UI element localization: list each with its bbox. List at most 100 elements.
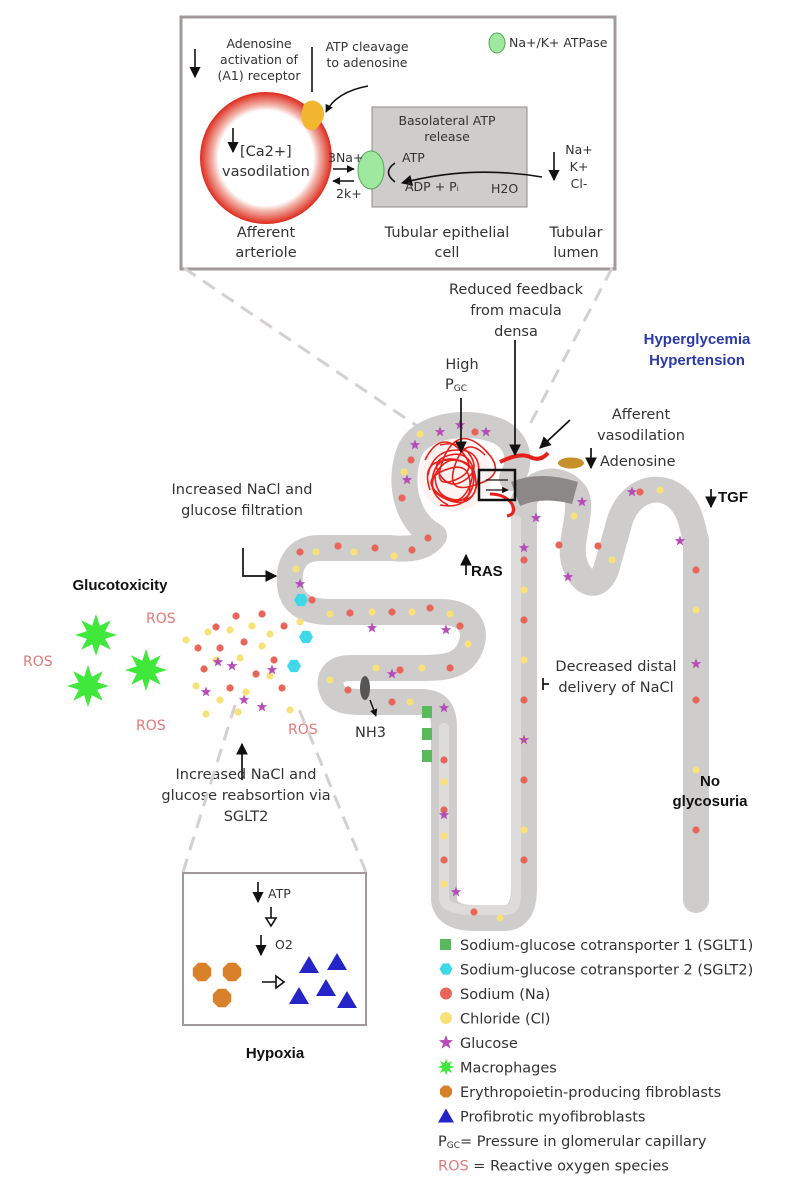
myofibroblast-icon — [289, 987, 309, 1004]
hypoxia-arrows — [252, 882, 286, 990]
sglt2-icons — [287, 593, 313, 673]
chloride-particle — [520, 586, 528, 594]
chloride-particle — [390, 552, 398, 560]
myofibroblast-icon — [299, 956, 319, 973]
sodium-3-label: 3Na+ — [328, 150, 363, 165]
chloride-particle — [440, 880, 448, 888]
sodium-particle — [371, 544, 379, 552]
glucose-particle — [266, 664, 278, 675]
glucose-particle — [409, 439, 421, 450]
glucose-particle — [226, 660, 238, 671]
sodium-particle — [555, 541, 563, 549]
epo-fibroblast-icon — [192, 962, 212, 982]
chloride-particle — [326, 676, 334, 684]
legend-label: Sodium-glucose cotransporter 2 (SGLT2) — [460, 963, 753, 979]
h2o-label: H2O — [491, 181, 518, 196]
legend-label: Glucose — [460, 1036, 518, 1052]
sodium-particle — [344, 686, 352, 694]
legend-label: Macrophages — [460, 1061, 557, 1077]
macrophage-icon — [75, 614, 117, 656]
chloride-particle — [496, 914, 504, 922]
a1-receptor-icon — [301, 100, 325, 131]
chloride-particle — [692, 606, 700, 614]
atp-label: ATP — [402, 150, 425, 165]
sodium-particle — [446, 664, 454, 672]
glucose-particle — [626, 486, 638, 497]
hypoxia-label: Hypoxia — [246, 1045, 305, 1062]
burst-icon — [437, 1058, 455, 1076]
sodium-particle — [270, 656, 278, 664]
myofibroblast-icon — [327, 953, 347, 970]
hypoxia-o2-label: O2 — [275, 937, 293, 952]
sodium-particle — [440, 756, 448, 764]
atpase-legend-label: Na+/K+ ATPase — [509, 35, 608, 50]
chloride-particle — [520, 656, 528, 664]
adenosine-label: Adenosine — [600, 454, 676, 470]
sglt2-hexagon — [287, 659, 301, 673]
glucose-particle — [438, 702, 450, 713]
chloride-particle — [656, 486, 664, 494]
zoom-lines — [183, 266, 614, 430]
legend-label: Erythropoietin-producing fibroblasts — [460, 1085, 721, 1101]
epo-fibroblast-icon — [222, 962, 242, 982]
legend-pgc-label: PGC= Pressure in glomerular capillary — [438, 1134, 707, 1151]
chloride-particle — [234, 708, 242, 716]
particles — [182, 419, 702, 922]
ros-label-1: ROS — [146, 611, 176, 627]
sodium-particle — [440, 856, 448, 864]
sodium-particle — [692, 696, 700, 704]
chloride-particle — [236, 654, 244, 662]
main-arrows — [236, 340, 717, 780]
ros-label-3: ROS — [136, 718, 166, 734]
sodium-particle — [471, 428, 479, 436]
atpase-legend-icon — [488, 32, 506, 54]
chloride-particle — [286, 706, 294, 714]
sodium-particle — [594, 542, 602, 550]
glucose-particle — [674, 535, 686, 546]
potassium-2-label: 2k+ — [336, 186, 362, 201]
sglt1-icons — [422, 706, 432, 762]
circle-icon — [440, 987, 452, 1000]
macula-densa-segment — [511, 476, 578, 506]
sodium-particle — [226, 684, 234, 692]
glucose-particle — [530, 512, 542, 523]
glucose-particle — [438, 809, 450, 820]
legend-label: Sodium (Na) — [460, 987, 550, 1003]
sodium-particle — [456, 622, 464, 630]
ras-label: RAS — [471, 563, 503, 580]
hypoxia-cells — [192, 953, 357, 1008]
glucose-particle — [518, 734, 530, 745]
afferent-arteriole-shape — [200, 92, 332, 224]
sodium-particle — [280, 622, 288, 630]
chloride-particle — [182, 636, 190, 644]
sglt2-hexagon — [294, 593, 308, 607]
macrophage-icon — [67, 665, 109, 707]
sodium-particle — [520, 776, 528, 784]
sodium-particle — [398, 494, 406, 502]
glucose-particle — [518, 542, 530, 553]
chloride-particle — [202, 710, 210, 718]
sodium-particle — [396, 666, 404, 674]
glucose-particle — [690, 658, 702, 669]
sodium-particle — [278, 684, 286, 692]
hexagon-icon — [439, 963, 453, 975]
sodium-particle — [308, 596, 316, 604]
legend-ros-label: ROS = Reactive oxygen species — [438, 1159, 669, 1175]
calcium-label: [Ca2+] — [240, 144, 292, 160]
sodium-particle — [426, 604, 434, 612]
legend: Sodium-glucose cotransporter 1 (SGLT1)So… — [437, 938, 753, 1175]
chloride-particle — [258, 642, 266, 650]
adp-pi-label: ADP + Pᵢ — [405, 179, 459, 194]
chloride-particle — [192, 682, 200, 690]
glucose-particle — [401, 474, 413, 485]
sodium-particle — [408, 546, 416, 554]
star-icon — [438, 1035, 454, 1049]
circle-icon — [440, 1012, 452, 1024]
glucose-particle — [294, 578, 306, 589]
nh3-label: NH3 — [355, 725, 386, 741]
